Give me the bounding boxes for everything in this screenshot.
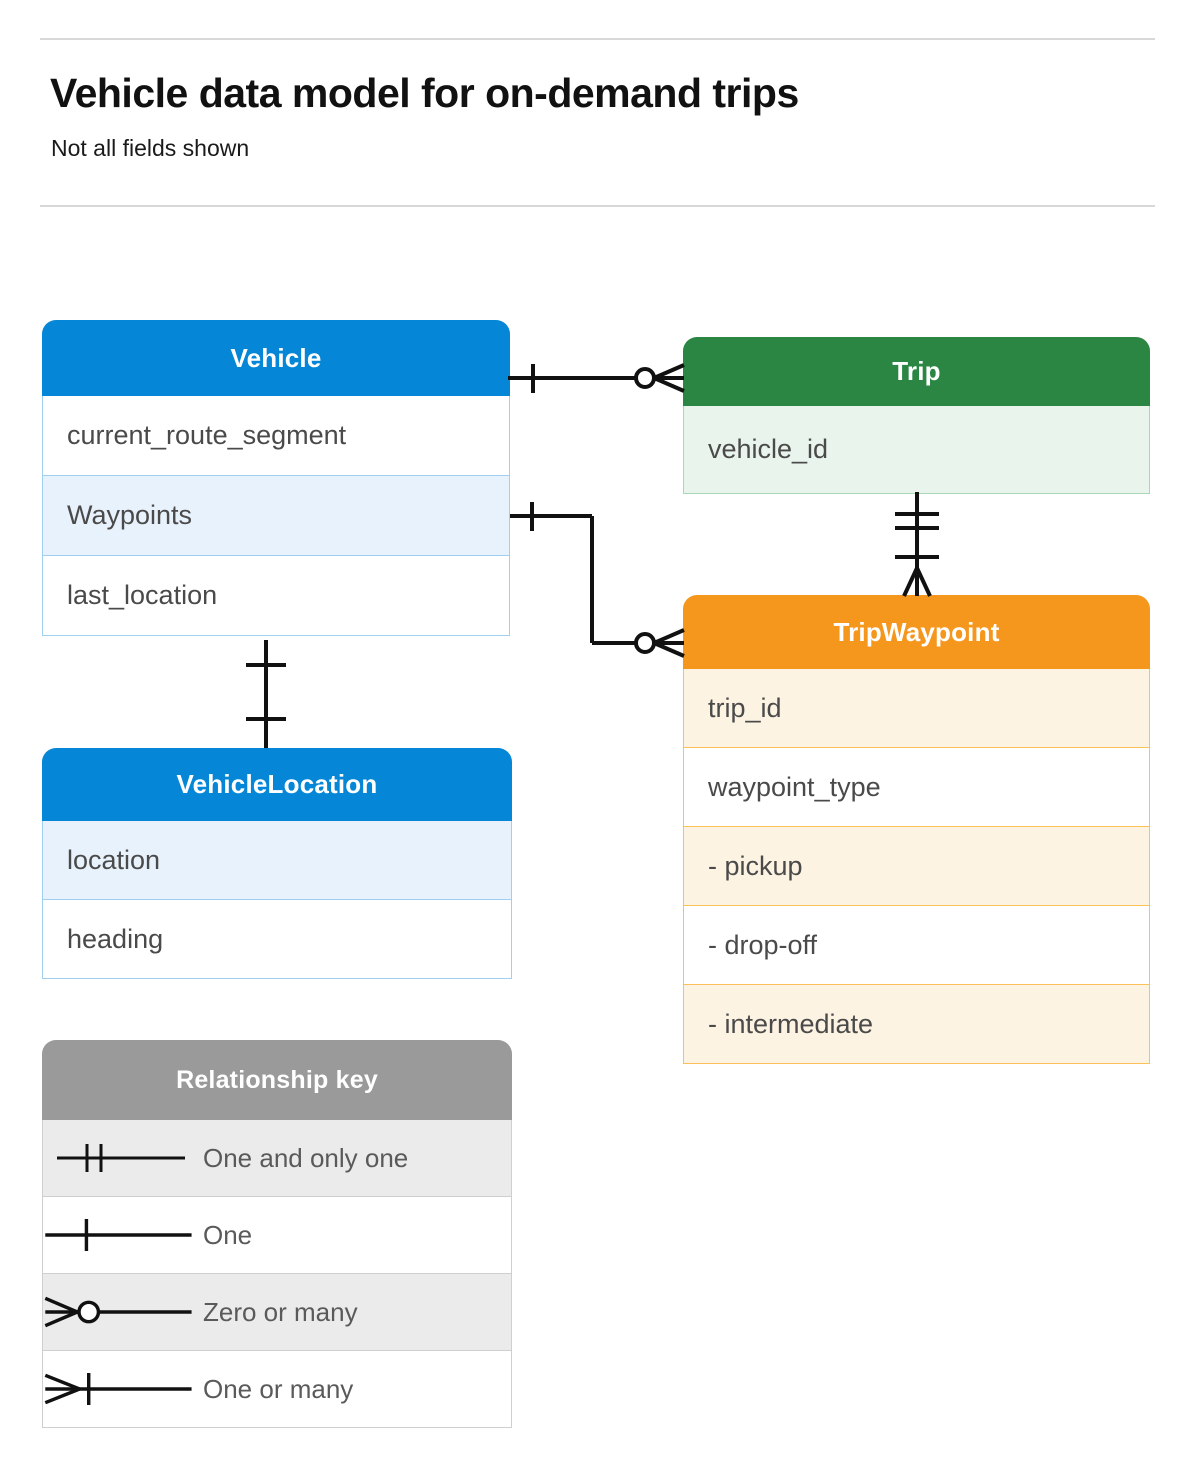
page-title: Vehicle data model for on-demand trips: [50, 70, 799, 116]
entity-vehicle-fields: current_route_segment Waypoints last_loc…: [42, 396, 510, 636]
field-waypoints[interactable]: Waypoints: [42, 476, 510, 556]
legend-label-zero-or-many: Zero or many: [203, 1296, 358, 1327]
relationship-trip-tripwaypoint: [895, 492, 939, 597]
field-last-location[interactable]: last_location: [42, 556, 510, 636]
legend-title: Relationship key: [42, 1040, 512, 1120]
field-pickup[interactable]: - pickup: [683, 827, 1150, 906]
field-vehicle-id[interactable]: vehicle_id: [683, 406, 1150, 494]
header-divider-top: [40, 38, 1155, 40]
entity-trip-fields: vehicle_id: [683, 406, 1150, 494]
legend-label-one-and-only-one: One and only one: [203, 1142, 409, 1173]
legend-label-one: One: [203, 1219, 253, 1250]
relationship-vehicle-trip: [508, 363, 685, 393]
field-heading[interactable]: heading: [42, 900, 512, 979]
header-divider-bottom: [40, 205, 1155, 207]
zero-or-many-symbol: [44, 1296, 192, 1328]
entity-tripwaypoint-fields: trip_id waypoint_type - pickup - drop-of…: [683, 669, 1150, 1064]
legend-item-one-or-many: One or many: [42, 1351, 512, 1428]
page-subtitle: Not all fields shown: [51, 135, 250, 161]
one-or-many-symbol: [44, 1373, 192, 1405]
relationship-key-legend: Relationship key One and only one One Ze…: [42, 1040, 512, 1428]
one-and-only-one-symbol: [43, 1128, 203, 1188]
legend-item-one: One: [42, 1197, 512, 1274]
entity-trip-title: Trip: [683, 337, 1150, 406]
field-trip-id[interactable]: trip_id: [683, 669, 1150, 748]
entity-vehicle[interactable]: Vehicle current_route_segment Waypoints …: [42, 320, 510, 636]
entity-vehiclelocation-title: VehicleLocation: [42, 748, 512, 821]
entity-vehiclelocation[interactable]: VehicleLocation location heading: [42, 748, 512, 979]
field-drop-off[interactable]: - drop-off: [683, 906, 1150, 985]
entity-vehicle-title: Vehicle: [42, 320, 510, 396]
field-waypoint-type[interactable]: waypoint_type: [683, 748, 1150, 827]
relationship-waypoints-tripwaypoint: [510, 502, 685, 658]
field-intermediate[interactable]: - intermediate: [683, 985, 1150, 1064]
entity-tripwaypoint-title: TripWaypoint: [683, 595, 1150, 669]
relationship-vehicle-vehiclelocation: [246, 640, 286, 748]
legend-item-one-and-only-one: One and only one: [42, 1120, 512, 1197]
one-symbol: [45, 1219, 192, 1251]
field-current-route-segment[interactable]: current_route_segment: [42, 396, 510, 476]
field-location[interactable]: location: [42, 821, 512, 900]
entity-tripwaypoint[interactable]: TripWaypoint trip_id waypoint_type - pic…: [683, 595, 1150, 1064]
entity-vehiclelocation-fields: location heading: [42, 821, 512, 979]
entity-trip[interactable]: Trip vehicle_id: [683, 337, 1150, 494]
legend-item-zero-or-many: Zero or many: [42, 1274, 512, 1351]
legend-label-one-or-many: One or many: [203, 1373, 354, 1404]
